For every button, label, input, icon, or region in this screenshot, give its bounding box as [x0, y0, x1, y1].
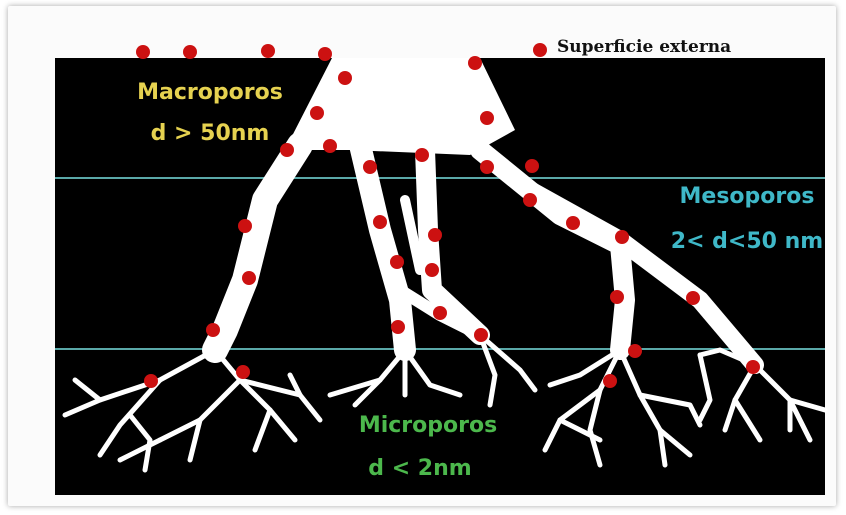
- adsorption-site: [206, 323, 220, 337]
- micropore-title: Microporos: [359, 413, 497, 438]
- adsorption-site: [433, 306, 447, 320]
- adsorption-site: [373, 215, 387, 229]
- adsorption-site: [686, 291, 700, 305]
- surface-label: Superficie externa: [557, 37, 731, 57]
- adsorption-site: [746, 360, 760, 374]
- adsorption-site: [628, 344, 642, 358]
- adsorption-site: [338, 71, 352, 85]
- adsorption-site: [415, 148, 429, 162]
- adsorption-site: [480, 111, 494, 125]
- adsorption-site: [428, 228, 442, 242]
- adsorption-site: [523, 193, 537, 207]
- macropore-range: d > 50nm: [151, 121, 270, 146]
- adsorption-site: [144, 374, 158, 388]
- adsorption-site: [474, 328, 488, 342]
- adsorption-site: [136, 45, 150, 59]
- adsorption-site: [610, 290, 624, 304]
- adsorption-site: [566, 216, 580, 230]
- adsorption-site: [533, 43, 547, 57]
- adsorption-site: [310, 106, 324, 120]
- adsorption-site: [468, 56, 482, 70]
- adsorption-site: [525, 159, 539, 173]
- adsorption-site: [261, 44, 275, 58]
- adsorption-site: [603, 374, 617, 388]
- mesopore-title: Mesoporos: [680, 184, 815, 209]
- adsorption-site: [318, 47, 332, 61]
- adsorption-site: [615, 230, 629, 244]
- adsorption-site: [236, 365, 250, 379]
- adsorption-site: [238, 219, 252, 233]
- adsorption-site: [242, 271, 256, 285]
- adsorption-site: [390, 255, 404, 269]
- adsorption-site: [183, 45, 197, 59]
- micropore-range: d < 2nm: [368, 456, 471, 481]
- adsorption-site: [363, 160, 377, 174]
- macropore-title: Macroporos: [137, 80, 283, 105]
- adsorption-site: [323, 139, 337, 153]
- adsorption-site: [425, 263, 439, 277]
- adsorption-site: [391, 320, 405, 334]
- adsorption-site: [280, 143, 294, 157]
- adsorption-site: [480, 160, 494, 174]
- mesopore-range: 2< d<50 nm: [671, 229, 823, 254]
